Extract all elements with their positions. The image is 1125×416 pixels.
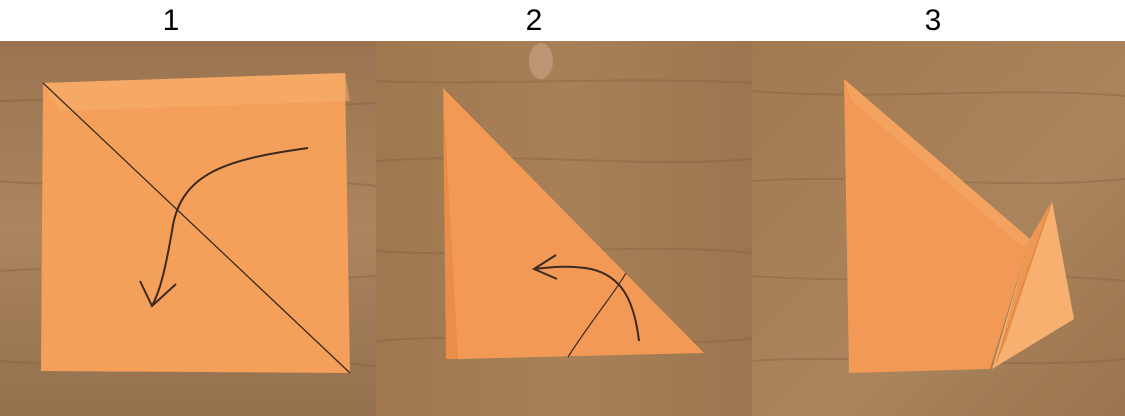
square-paper <box>41 73 350 373</box>
step-1-illustration <box>0 41 376 416</box>
step-1-photo <box>0 41 376 416</box>
step-2-number: 2 <box>504 4 564 38</box>
step-2-photo <box>376 41 752 416</box>
light-reflection <box>529 43 553 79</box>
step-3-photo <box>752 41 1125 416</box>
step-1-number: 1 <box>141 4 201 38</box>
step-3-illustration <box>752 41 1125 416</box>
step-2-illustration <box>376 41 752 416</box>
step-3-number: 3 <box>903 4 963 38</box>
